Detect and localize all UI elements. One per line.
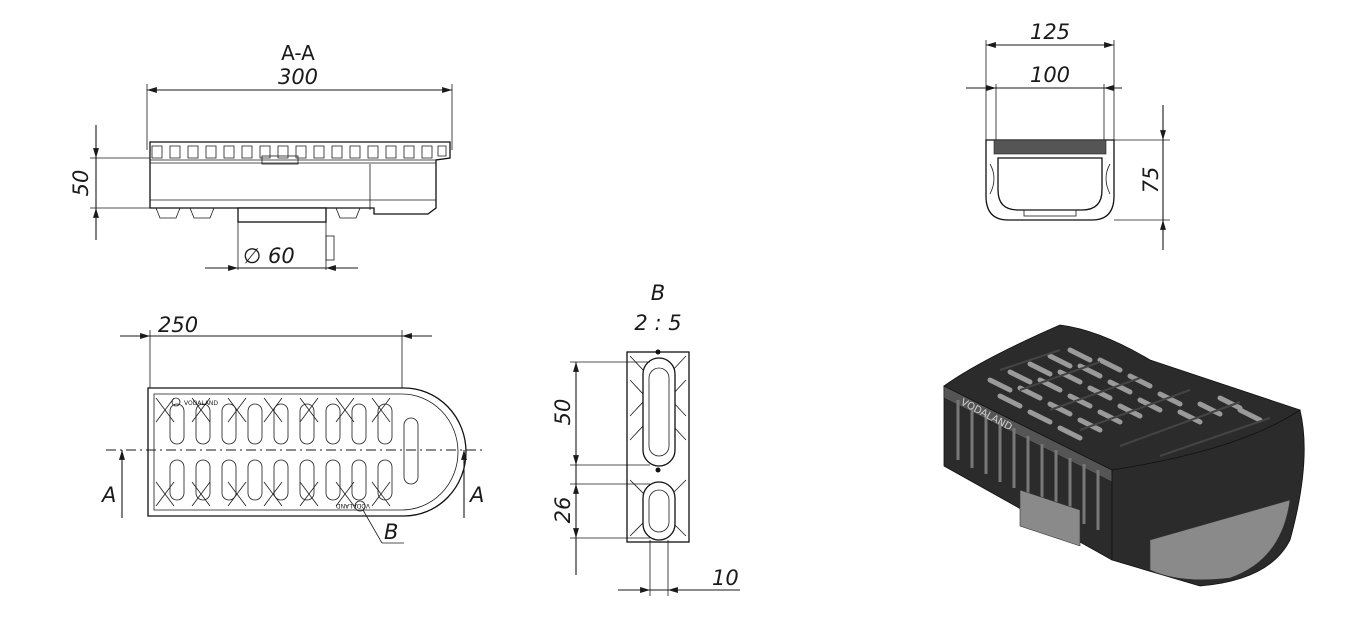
dim-slot-length-50: 50 bbox=[551, 399, 575, 426]
cut-marker-right: A bbox=[468, 483, 484, 507]
detail-scale: 2 : 5 bbox=[634, 311, 681, 335]
section-a-a-view: A-A 300 ∅ 60 5 bbox=[69, 41, 453, 271]
grate-slots bbox=[169, 403, 419, 501]
render-grate-pattern bbox=[987, 347, 1271, 457]
dim-outlet-60: 60 bbox=[268, 244, 295, 268]
dim-outer-width-125: 125 bbox=[1030, 20, 1070, 44]
grate-x-pattern bbox=[155, 397, 391, 507]
logo-text-bottom: VODALAND bbox=[336, 502, 370, 509]
dim-slot-width-10: 10 bbox=[712, 566, 739, 590]
isometric-render: VODALAND bbox=[943, 324, 1305, 587]
detail-b-view: B 2 : 5 50 26 10 bbox=[551, 281, 740, 596]
section-title: A-A bbox=[281, 41, 315, 65]
cut-marker-left: A bbox=[100, 483, 116, 507]
detail-title: B bbox=[651, 281, 665, 305]
logo-text-top: VODALAND bbox=[184, 400, 218, 407]
dim-height-50: 50 bbox=[69, 170, 93, 197]
dim-length-250: 250 bbox=[158, 313, 198, 337]
dim-slot-spacing-26: 26 bbox=[551, 497, 575, 524]
logo-mark-icon bbox=[171, 397, 181, 407]
detail-callout-b: B bbox=[384, 520, 398, 544]
grate-teeth bbox=[150, 145, 447, 165]
diameter-symbol: ∅ bbox=[243, 244, 261, 268]
plan-view: 250 bbox=[100, 313, 484, 544]
dim-inner-width-100: 100 bbox=[1030, 63, 1070, 87]
end-view: 125 100 75 bbox=[966, 20, 1170, 250]
dim-length-300: 300 bbox=[278, 65, 318, 89]
dim-height-75: 75 bbox=[1139, 167, 1163, 194]
